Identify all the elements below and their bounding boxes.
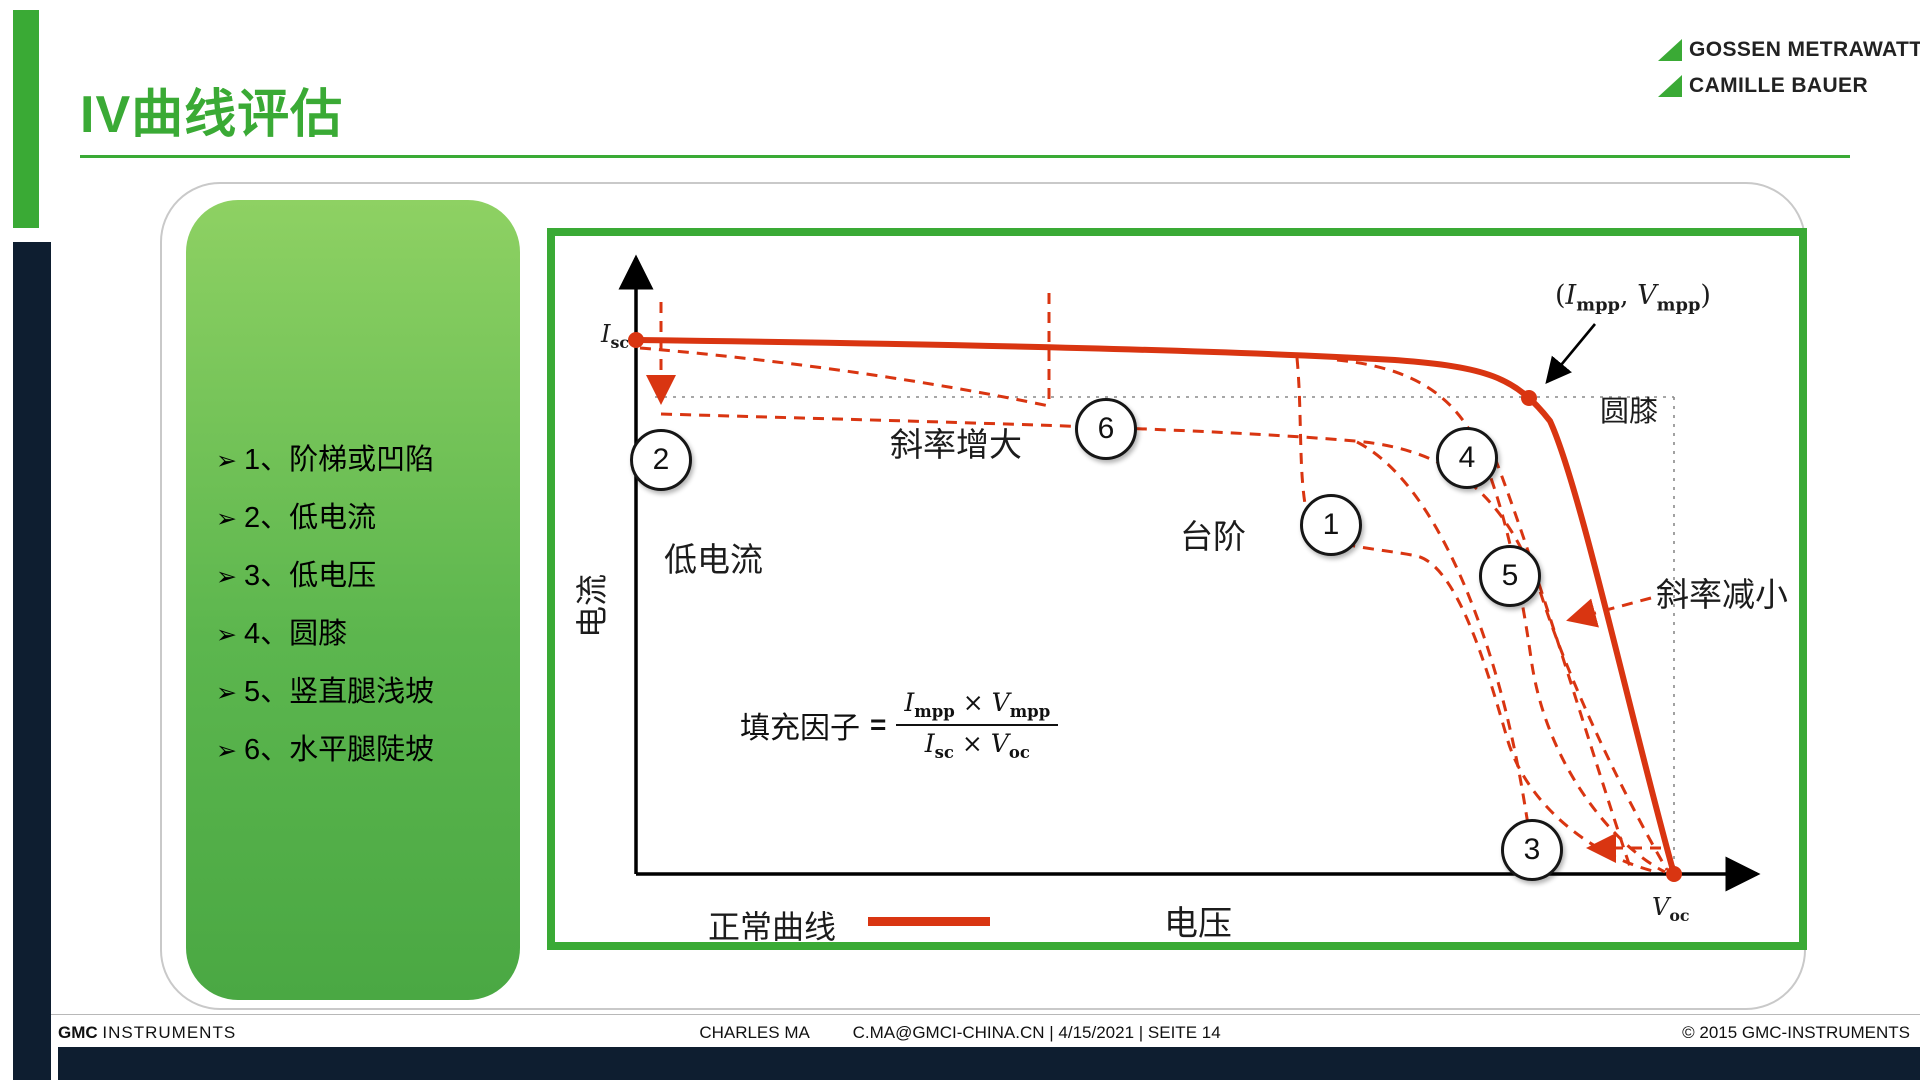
left-navy-accent-bar xyxy=(13,242,51,1080)
shallow-vertical-leg-curve xyxy=(1493,457,1633,871)
formula-numerator: Impp × Vmpp xyxy=(896,688,1059,726)
x-axis-label: 电压 xyxy=(1164,905,1232,943)
isc-label: Isc xyxy=(600,320,629,352)
list-item: ➢ 2、低电流 xyxy=(216,490,510,548)
list-item-label: 5、竖直腿浅坡 xyxy=(243,676,435,708)
arrow-bullet-icon: ➢ xyxy=(216,679,237,707)
fill-factor-formula: 填充因子 = Impp × Vmpp Isc × Voc xyxy=(740,688,1059,762)
footer-brand: GMC INSTRUMENTS xyxy=(58,1023,237,1042)
normal-iv-curve xyxy=(633,337,1677,877)
footer-author-info: CHARLES MA C.MA@GMCI-CHINA.CN | 4/15/202… xyxy=(0,1023,1920,1043)
list-item: ➢ 5、竖直腿浅坡 xyxy=(216,664,510,722)
logo-gossen-metrawatt: GOSSEN METRAWATT xyxy=(1658,38,1920,62)
round-knee-label: 圆膝 xyxy=(1600,396,1659,428)
list-item-label: 6、水平腿陡坡 xyxy=(243,734,435,766)
legend-normal-curve-swatch xyxy=(868,917,990,926)
iv-curve-plot-area: Isc Voc (Impp, Vmpp) 电流 电压 低电流 斜率增大 台阶 圆… xyxy=(555,236,1799,945)
arrow-bullet-icon: ➢ xyxy=(216,737,237,765)
equals-sign: = xyxy=(870,709,887,740)
mpp-annotation-label: (Impp, Vmpp) xyxy=(1555,280,1711,316)
bottom-navy-bar xyxy=(58,1047,1920,1080)
list-item-label: 3、低电压 xyxy=(243,560,377,592)
arrow-bullet-icon: ➢ xyxy=(216,563,237,591)
list-item: ➢ 4、圆膝 xyxy=(216,606,510,664)
triangle-logo-icon xyxy=(1658,39,1682,61)
mpp-point xyxy=(1521,390,1537,406)
page-title: IV曲线评估 xyxy=(80,86,344,144)
marker-circle-2: 2 xyxy=(630,429,692,491)
footer-details: C.MA@GMCI-CHINA.CN | 4/15/2021 | SEITE 1… xyxy=(852,1023,1221,1042)
marker-circle-5: 5 xyxy=(1479,545,1541,607)
isc-point xyxy=(628,332,644,348)
low-voltage-curve xyxy=(1356,440,1535,859)
list-item: ➢ 3、低电压 xyxy=(216,548,510,606)
step-curve xyxy=(1295,357,1658,874)
marker-circle-1: 1 xyxy=(1300,494,1362,556)
logo-text-line2: CAMILLE BAUER xyxy=(1689,74,1869,97)
y-axis-label: 电流 xyxy=(574,574,610,639)
formula-denominator: Isc × Voc xyxy=(924,729,1030,762)
formula-label: 填充因子 xyxy=(740,712,860,745)
arrow-bullet-icon: ➢ xyxy=(216,505,237,533)
marker-circle-3: 3 xyxy=(1501,819,1563,881)
iv-curve-diagram: Isc Voc (Impp, Vmpp) 电流 电压 低电流 斜率增大 台阶 圆… xyxy=(547,228,1807,950)
slope-increase-label: 斜率增大 xyxy=(890,426,1022,463)
step-label: 台阶 xyxy=(1180,518,1246,555)
slope-increase-curve xyxy=(639,346,1050,408)
list-item-label: 2、低电流 xyxy=(243,502,377,534)
iv-curve-svg xyxy=(618,254,1761,892)
brand-logos: GOSSEN METRAWATT CAMILLE BAUER xyxy=(1658,38,1920,98)
arrow-bullet-icon: ➢ xyxy=(216,621,237,649)
slope-decrease-arrow xyxy=(1566,596,1652,628)
legend-normal-curve-label: 正常曲线 xyxy=(708,909,837,945)
defect-list-panel: ➢ 1、阶梯或凹陷 ➢ 2、低电流 ➢ 3、低电压 ➢ 4、圆膝 ➢ 5、竖直腿… xyxy=(186,200,520,1000)
list-item-label: 4、圆膝 xyxy=(243,618,348,650)
list-item: ➢ 6、水平腿陡坡 xyxy=(216,722,510,780)
triangle-logo-icon xyxy=(1658,75,1682,97)
left-green-accent-bar xyxy=(13,10,39,228)
footer-copyright: © 2015 GMC-INSTRUMENTS xyxy=(1682,1023,1910,1042)
logo-text-line1: GOSSEN METRAWATT xyxy=(1689,38,1920,61)
formula-fraction: Impp × Vmpp Isc × Voc xyxy=(896,688,1059,762)
footer-separator xyxy=(51,1014,1920,1015)
mpp-guide-lines xyxy=(655,396,1675,872)
slope-decrease-label: 斜率减小 xyxy=(1656,576,1788,613)
voc-label: Voc xyxy=(1652,893,1690,925)
list-item: ➢ 1、阶梯或凹陷 xyxy=(216,432,510,490)
voc-point xyxy=(1666,866,1682,882)
title-underline xyxy=(80,155,1850,158)
logo-camille-bauer: CAMILLE BAUER xyxy=(1658,74,1920,98)
marker-circle-4: 4 xyxy=(1436,427,1498,489)
round-knee-curve xyxy=(1336,358,1666,874)
arrow-bullet-icon: ➢ xyxy=(216,447,237,475)
low-current-label: 低电流 xyxy=(664,541,763,578)
marker-circle-6: 6 xyxy=(1075,398,1137,460)
list-item-label: 1、阶梯或凹陷 xyxy=(243,444,435,476)
footer-author: CHARLES MA xyxy=(699,1023,810,1042)
low-current-curve xyxy=(660,412,1669,871)
mpp-annotation-arrow xyxy=(1545,323,1597,385)
